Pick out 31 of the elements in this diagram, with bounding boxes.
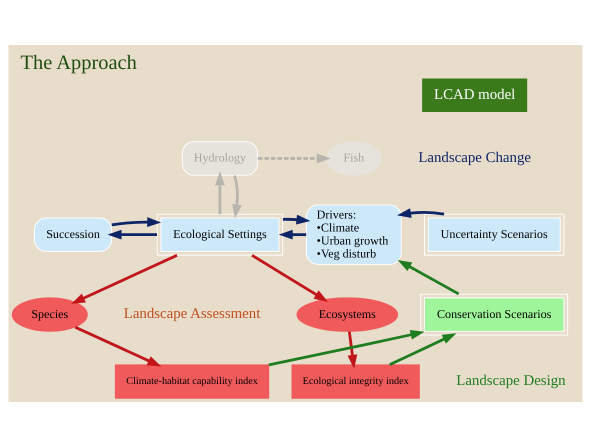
arrow (397, 208, 444, 218)
node-box: Climate-habitat capability index (114, 364, 270, 399)
node-box: Ecological Settings (156, 214, 284, 256)
arrow (112, 217, 162, 227)
arrow (215, 171, 225, 214)
node-box: Drivers: •Climate •Urban growth •Veg disturb (306, 204, 402, 265)
arrow (278, 230, 306, 240)
node-ellipse: Fish (326, 141, 382, 176)
arrow (258, 154, 331, 164)
arrow (389, 333, 456, 366)
arrow (268, 330, 424, 366)
arrow (282, 214, 310, 224)
node-box: Hydrology (182, 141, 258, 176)
arrow (108, 230, 157, 240)
node-box: Ecological integrity index (292, 364, 420, 399)
node-box: Conservation Scenarios (420, 294, 568, 336)
arrow (71, 254, 178, 304)
label: Landscape Assessment (124, 306, 260, 322)
arrow (232, 175, 242, 218)
node-box: Succession (34, 217, 112, 252)
label: LCAD model (434, 86, 516, 103)
node-ellipse: Species (12, 297, 88, 332)
label: Landscape Change (418, 150, 531, 166)
node-ellipse: Ecosystems (296, 297, 398, 332)
diagram-title: The Approach (20, 52, 137, 74)
arrow (348, 331, 358, 369)
arrow (74, 326, 162, 367)
label: Landscape Design (456, 373, 566, 390)
node-box: Uncertainty Scenarios (424, 214, 564, 256)
arrow (398, 260, 460, 296)
arrow (251, 254, 328, 302)
